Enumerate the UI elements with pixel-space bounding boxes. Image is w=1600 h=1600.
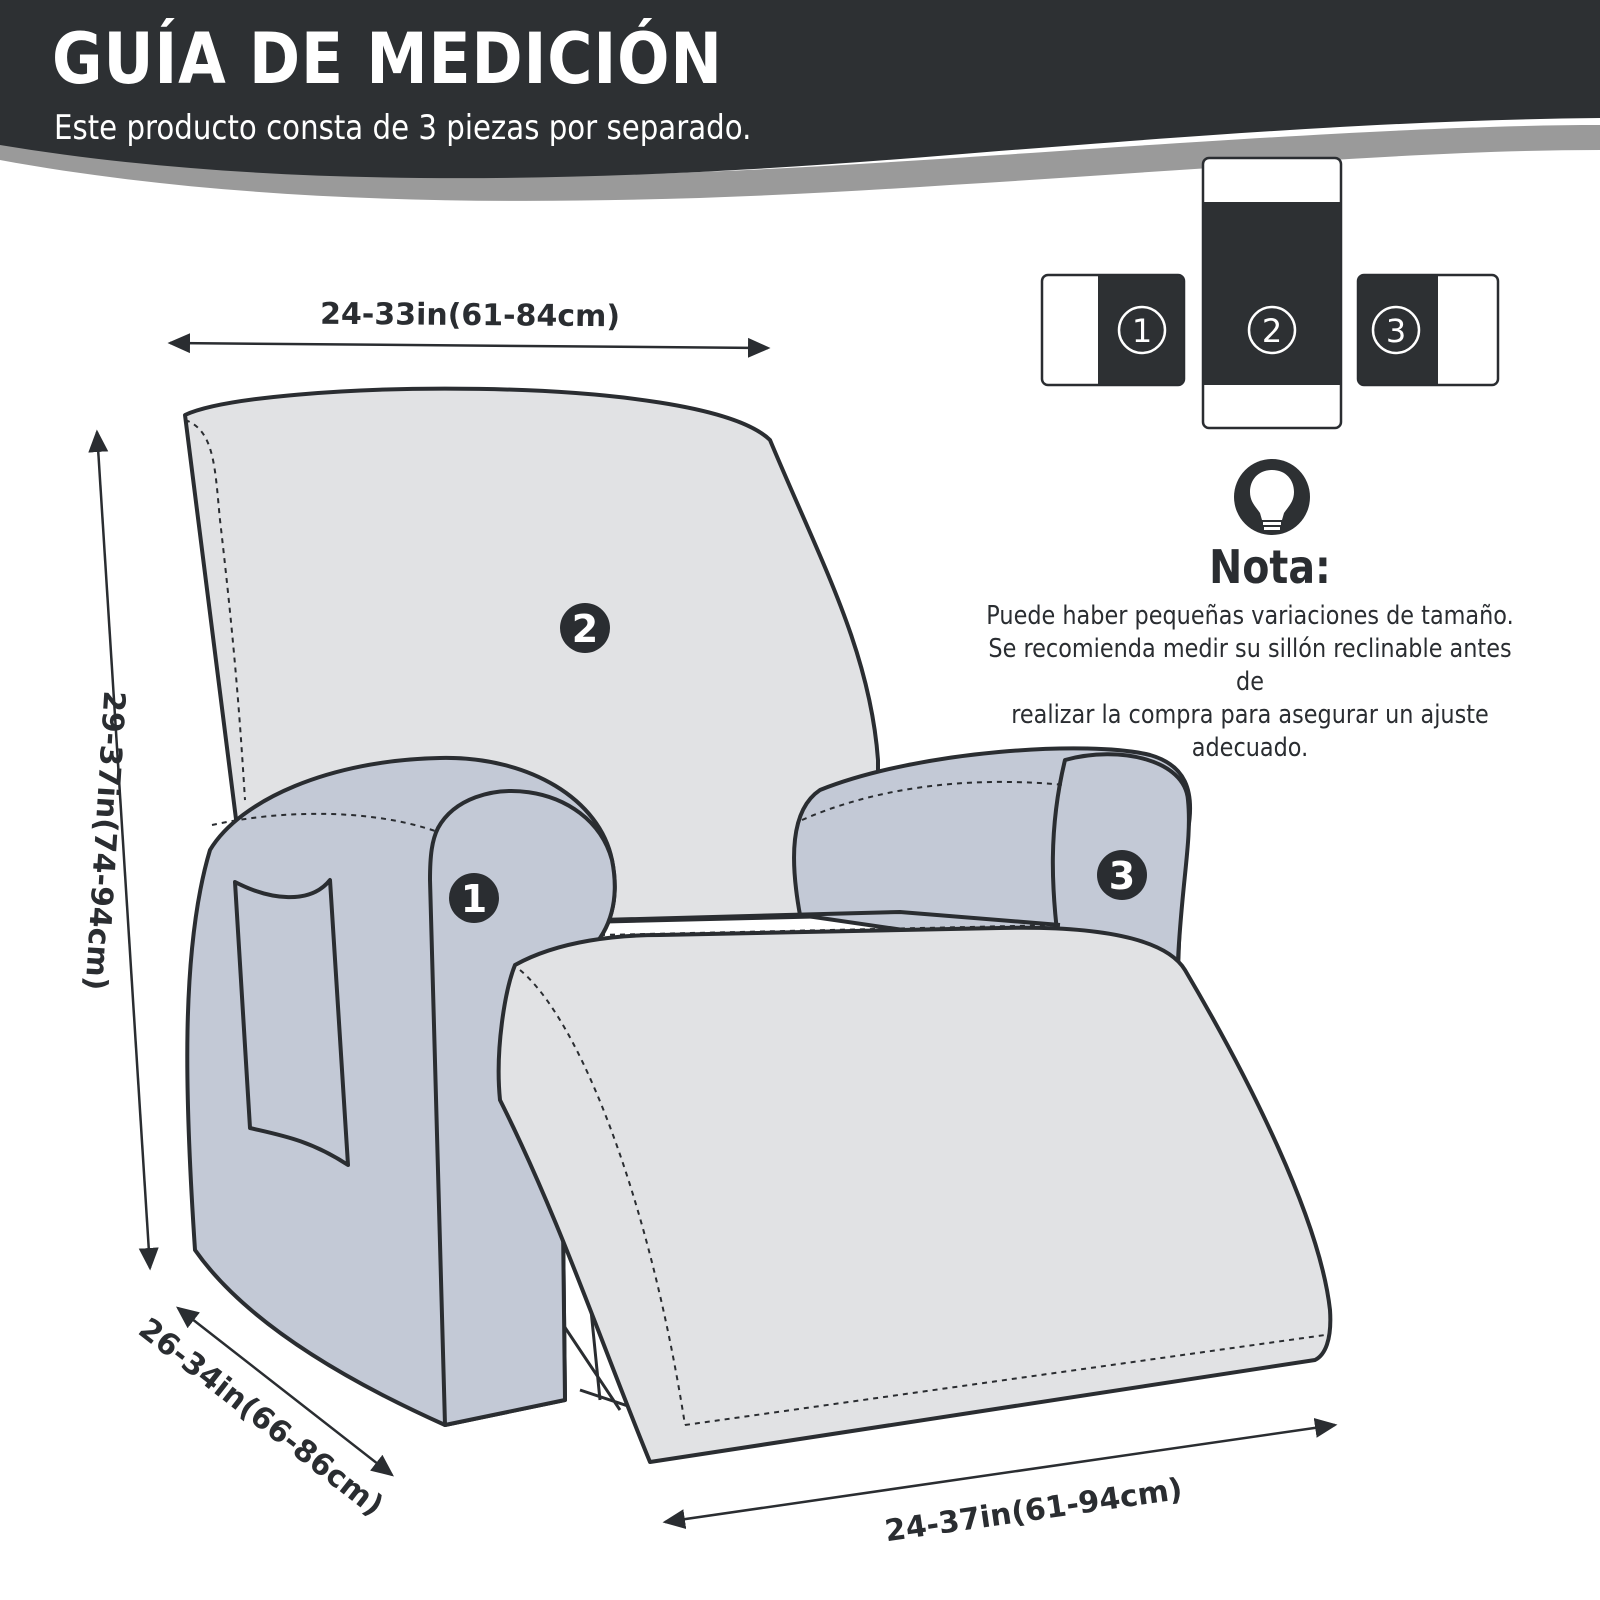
badge-right-arm-label: 3	[1109, 854, 1135, 898]
legend-piece-1: 1	[1040, 273, 1186, 387]
badge-backrest-label: 2	[572, 607, 598, 651]
dimension-arrow-depth	[176, 1306, 394, 1477]
page-subtitle: Este producto consta de 3 piezas por sep…	[54, 108, 752, 148]
seat-back-edge	[599, 909, 1061, 927]
legend-piece-2-label: 2	[1262, 312, 1282, 350]
legend-piece-3-label: 3	[1386, 312, 1406, 350]
footrest-piece	[496, 925, 1333, 1464]
page-title: GUÍA DE MEDICIÓN	[52, 18, 723, 100]
backrest-seam	[184, 419, 246, 801]
left-arm-seam	[211, 812, 439, 833]
note-title: Nota:	[1209, 540, 1331, 594]
side-pocket	[233, 878, 350, 1167]
header-band	[0, 0, 1600, 179]
badge-backrest: 2	[560, 603, 610, 653]
header-swoosh	[0, 125, 1600, 201]
lightbulb-icon	[1234, 459, 1310, 535]
piece-legend: 1 2 3	[1040, 156, 1500, 430]
note-line-2: Se recomienda medir su sillón reclinable…	[988, 634, 1512, 697]
badge-left-arm-label: 1	[461, 877, 487, 921]
legend-piece-2: 2	[1201, 156, 1343, 430]
legend-piece-3: 3	[1356, 273, 1500, 387]
footrest-seam-bottom	[684, 1334, 1326, 1426]
dimension-arrow-top	[167, 333, 771, 358]
note-line-1: Puede haber pequeñas variaciones de tama…	[986, 601, 1514, 631]
dimension-label-top: 24-33in(61-84cm)	[320, 297, 620, 335]
legend-piece-1-label: 1	[1132, 312, 1152, 350]
badge-right-arm: 3	[1097, 850, 1147, 900]
note-text: Puede haber pequeñas variaciones de tama…	[975, 600, 1525, 765]
dimension-arrow-height	[88, 429, 159, 1271]
right-arm-seam	[801, 780, 1066, 821]
dimension-arrow-footrest	[662, 1417, 1338, 1530]
note-line-3: realizar la compra para asegurar un ajus…	[1011, 700, 1489, 763]
badge-left-arm: 1	[449, 873, 499, 923]
